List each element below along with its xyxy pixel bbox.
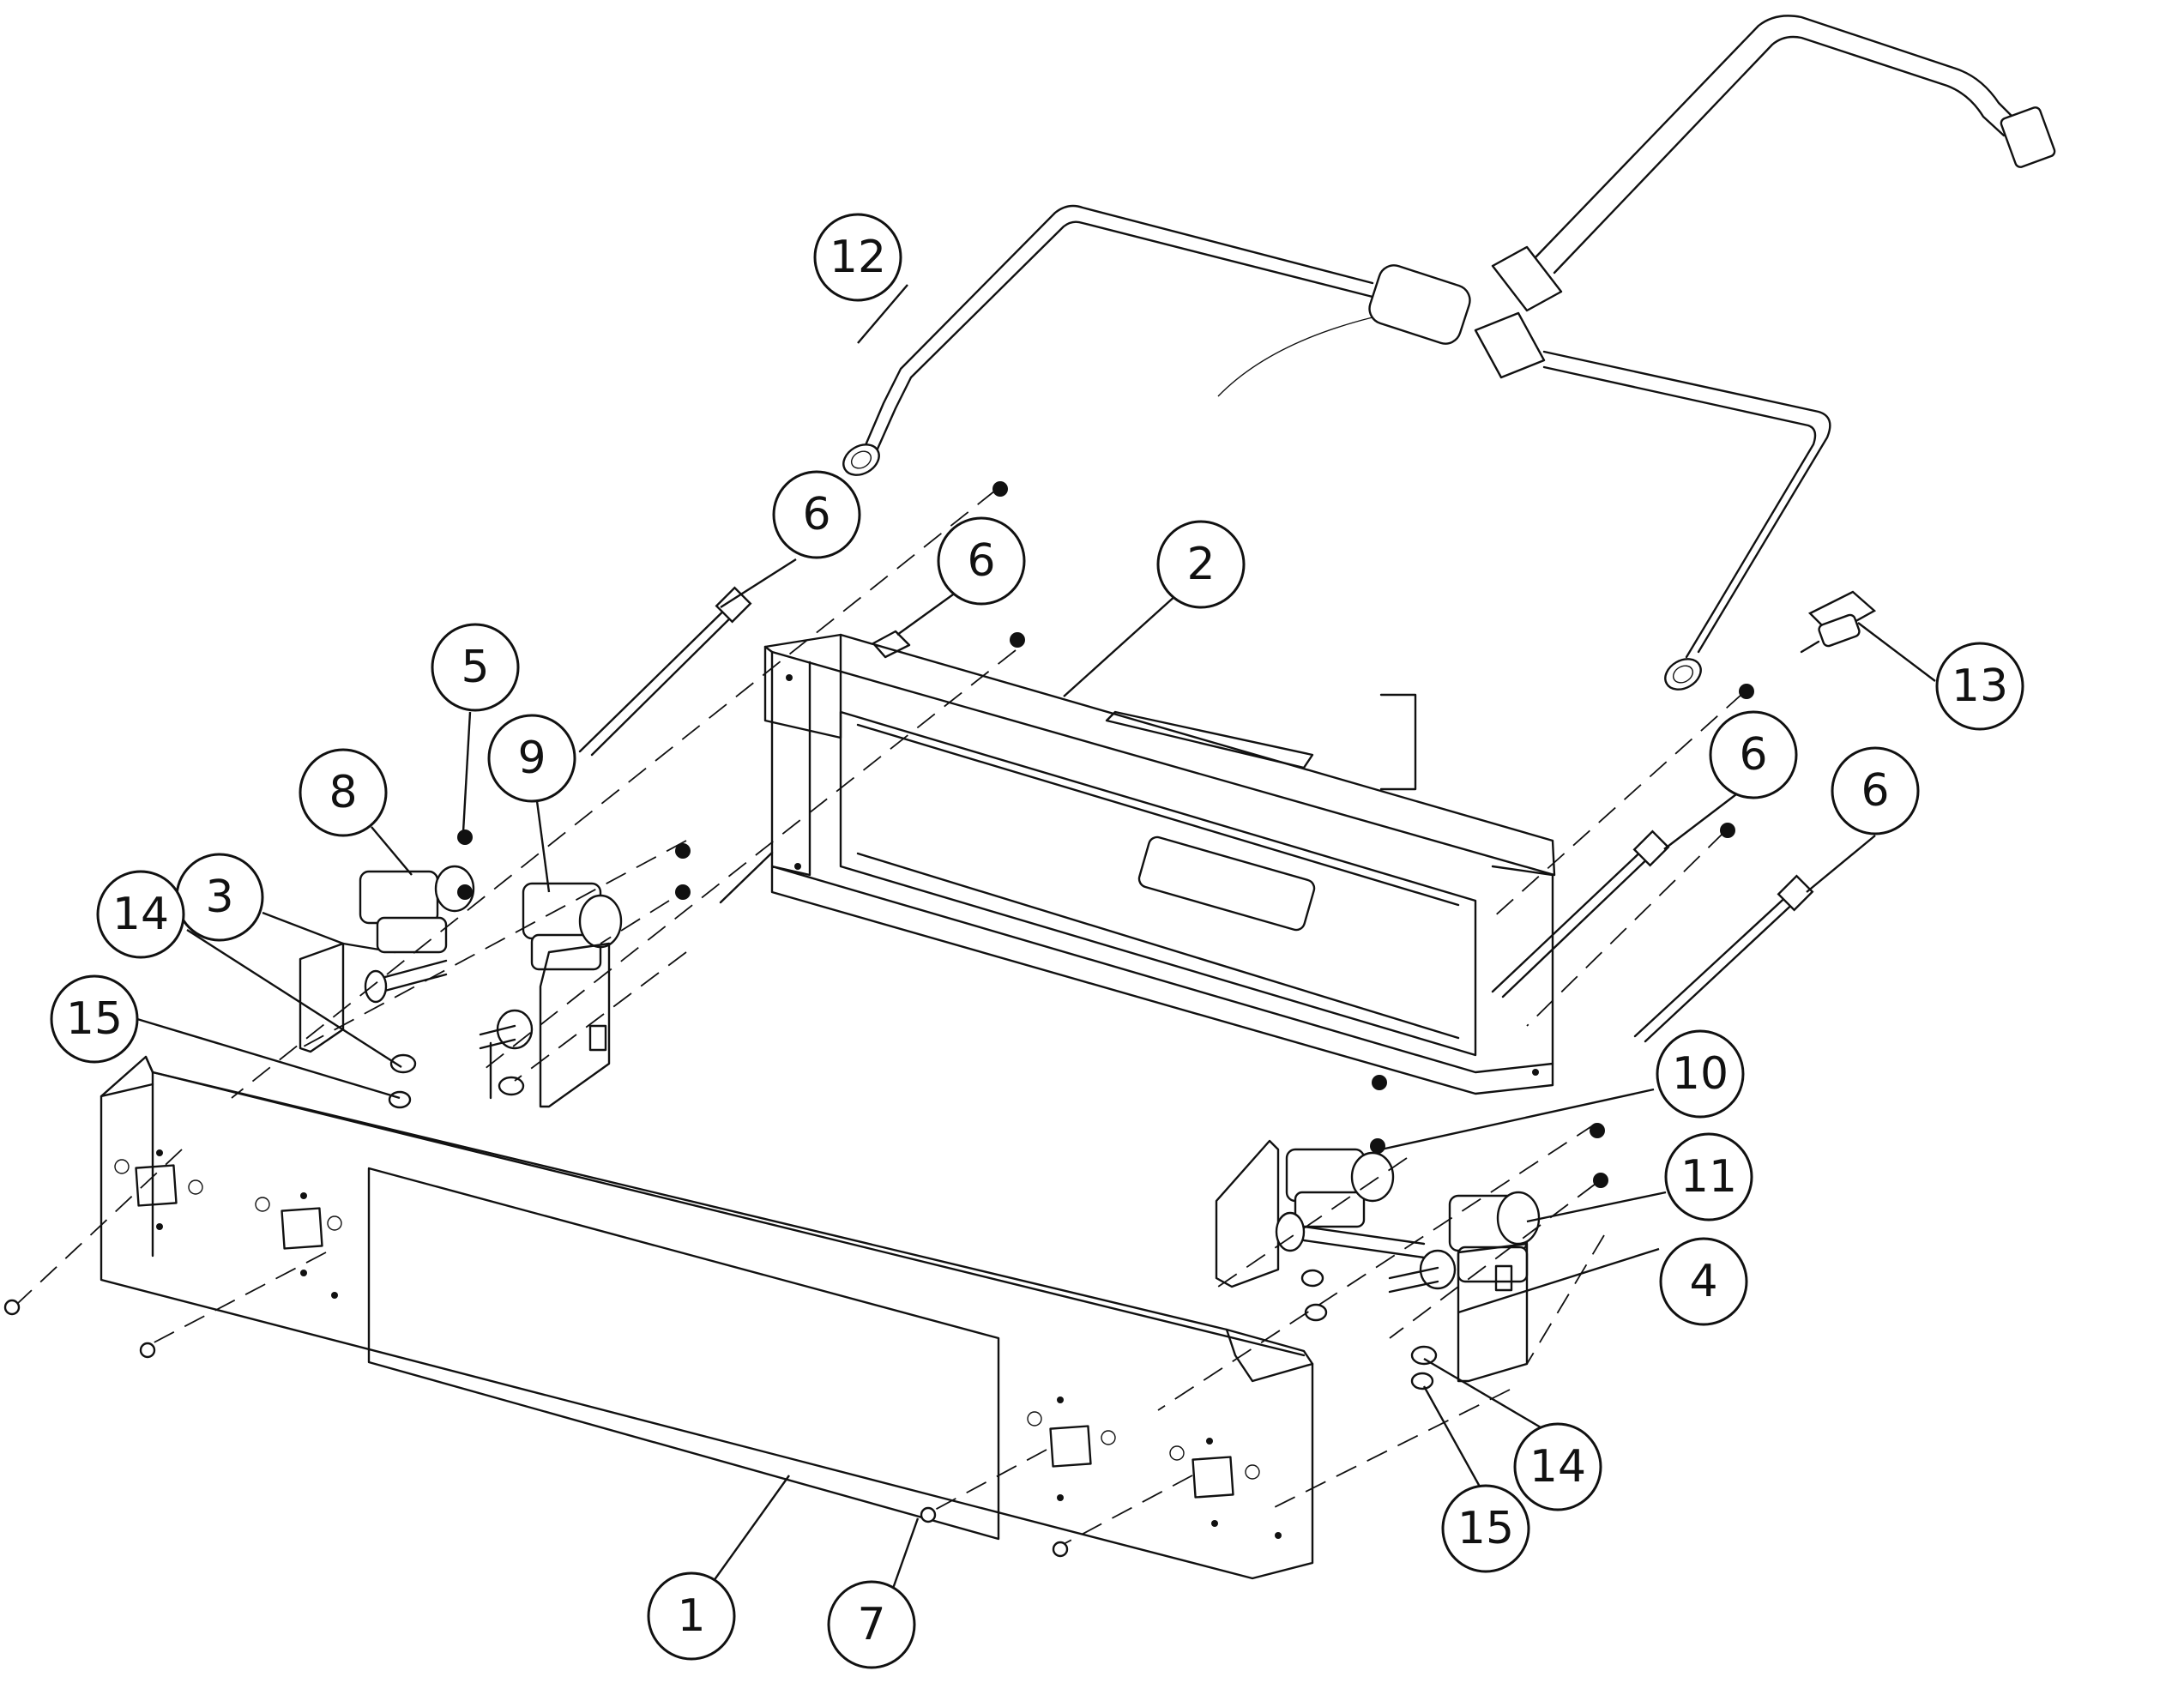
- gas-manifold-pipe: [842, 15, 2056, 691]
- callout-label: 15: [1457, 1503, 1514, 1554]
- left-valve-bracket: [299, 865, 623, 1109]
- callout-label: 6: [967, 535, 995, 587]
- callout-part-6d: 6: [1831, 746, 1920, 835]
- callout-part-4: 4: [1659, 1237, 1748, 1326]
- callout-label: 6: [1861, 765, 1889, 817]
- assembly-lines: [16, 490, 1744, 1545]
- callout-part-2: 2: [1156, 520, 1246, 609]
- callout-label: 3: [205, 872, 233, 923]
- callout-part-1: 1: [647, 1571, 736, 1661]
- pressure-regulator: [1800, 590, 1877, 654]
- rear-manifold-bracket: [763, 633, 1556, 1095]
- callout-label: 8: [329, 767, 357, 818]
- callout-label: 5: [461, 642, 489, 693]
- igniter-electrodes: [578, 586, 1814, 1043]
- callout-part-12: 12: [813, 213, 902, 302]
- callout-part-14a: 14: [96, 870, 185, 959]
- callout-label: 10: [1672, 1048, 1728, 1100]
- callout-label: 12: [830, 232, 886, 283]
- screws: [3, 481, 1754, 1558]
- callout-part-6a: 6: [772, 470, 861, 559]
- callout-part-9: 9: [487, 714, 576, 803]
- callout-part-10: 10: [1656, 1029, 1745, 1119]
- callout-label: 9: [517, 733, 546, 784]
- callout-label: 6: [802, 489, 830, 540]
- callout-part-13: 13: [1935, 642, 2024, 731]
- callout-part-6c: 6: [1709, 710, 1798, 799]
- callout-label: 14: [1529, 1441, 1586, 1493]
- callout-part-14b: 14: [1513, 1422, 1602, 1511]
- callout-part-3: 3: [175, 853, 264, 942]
- callout-label: 4: [1689, 1256, 1717, 1307]
- callout-label: 14: [112, 889, 169, 940]
- callout-part-6b: 6: [937, 516, 1026, 606]
- front-control-panel: [100, 1055, 1314, 1580]
- callout-label: 6: [1739, 729, 1767, 781]
- callout-part-15b: 15: [1441, 1484, 1530, 1573]
- callout-label: 7: [857, 1599, 885, 1650]
- callout-label: 11: [1680, 1151, 1737, 1203]
- callout-label: 2: [1186, 539, 1215, 590]
- callout-label: 15: [66, 993, 123, 1045]
- leader-lines: [136, 284, 1936, 1626]
- callout-part-8: 8: [299, 748, 388, 837]
- callout-part-11: 11: [1664, 1132, 1753, 1222]
- callout-label: 1: [677, 1590, 705, 1642]
- callout-label: 13: [1952, 661, 2008, 712]
- callout-part-7: 7: [827, 1580, 916, 1669]
- callout-part-15a: 15: [50, 974, 139, 1064]
- callout-part-5: 5: [431, 623, 520, 712]
